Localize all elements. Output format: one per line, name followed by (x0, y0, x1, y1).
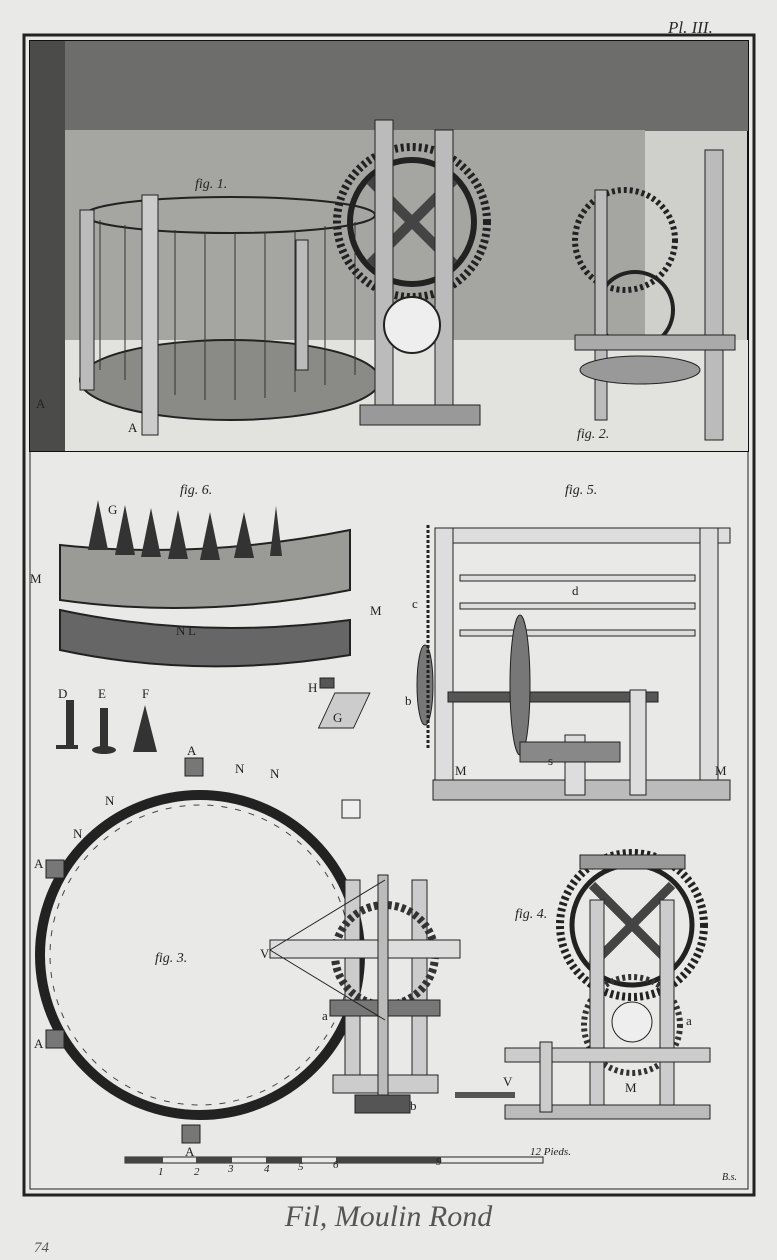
page-number: 74 (34, 1240, 49, 1256)
letter-label: M (625, 1080, 637, 1095)
letter-label: F (142, 686, 149, 701)
letter-label: M (30, 571, 42, 586)
scale-tick: 3 (227, 1163, 234, 1175)
letter-label: G (108, 502, 117, 517)
letter-label: N (105, 793, 115, 808)
fig1-label: fig. 1. (195, 177, 227, 192)
scale-tick: 5 (298, 1161, 304, 1173)
plate-number: Pl. III. (668, 18, 713, 37)
letter-label: M (715, 763, 727, 778)
fig2-label: fig. 2. (577, 427, 609, 442)
letter-label: s (548, 753, 553, 768)
letter-label: N (235, 761, 245, 776)
scale-tick: 1 (158, 1166, 164, 1178)
letter-label: d (572, 583, 579, 598)
letter-label: A (128, 420, 138, 435)
fig5-drawing (416, 525, 731, 801)
letter-label: V (260, 946, 270, 961)
letter-label: E (98, 686, 106, 701)
letter-label: A (185, 1144, 195, 1159)
letter-label: M (370, 603, 382, 618)
letter-label: a (322, 1008, 328, 1023)
letter-label: V (503, 1074, 513, 1089)
letter-label: G (333, 710, 342, 725)
fig6-drawing: fig. 6. G M M N L D E F H G (30, 483, 382, 754)
letter-label: A (36, 396, 46, 411)
letter-label: c (412, 596, 418, 611)
scale-bar: 1 2 3 4 5 6 9 12 Pieds. (124, 1146, 571, 1178)
fig5-label: fig. 5. (565, 483, 597, 498)
letter-label: b (405, 693, 412, 708)
letter-label: a (686, 1013, 692, 1028)
letter-label: H (308, 680, 317, 695)
scale-tick: 9 (436, 1156, 442, 1168)
outer-frame (22, 33, 756, 1197)
letter-label: A (34, 1036, 44, 1051)
letter-label: D (58, 686, 67, 701)
fig6-label: fig. 6. (180, 483, 212, 498)
fig3-label: fig. 3. (155, 951, 187, 966)
fig1-fig2-panel: fig. 1. fig. 2. A A (29, 40, 749, 452)
letter-label: b (410, 1098, 417, 1113)
letter-label: N (270, 766, 280, 781)
letter-label: L (188, 623, 196, 638)
letter-label: A (187, 743, 197, 758)
scale-unit-label: 12 Pieds. (530, 1146, 571, 1158)
engraver-mark: B.s. (722, 1172, 737, 1183)
letter-label: M (455, 763, 467, 778)
scale-tick: 6 (333, 1159, 339, 1171)
letter-label: A (34, 856, 44, 871)
scale-tick: 4 (264, 1163, 270, 1175)
fig4-drawing: fig. 4. a M V (455, 849, 711, 1120)
letter-label: N (176, 623, 186, 638)
fig3-drawing: fig. 3. A N N N N A A A V a b (34, 743, 461, 1159)
scale-tick: 2 (194, 1166, 200, 1178)
plate-title: Fil, Moulin Rond (284, 1200, 493, 1233)
fig4-label: fig. 4. (515, 907, 547, 922)
letter-label: N (73, 826, 83, 841)
